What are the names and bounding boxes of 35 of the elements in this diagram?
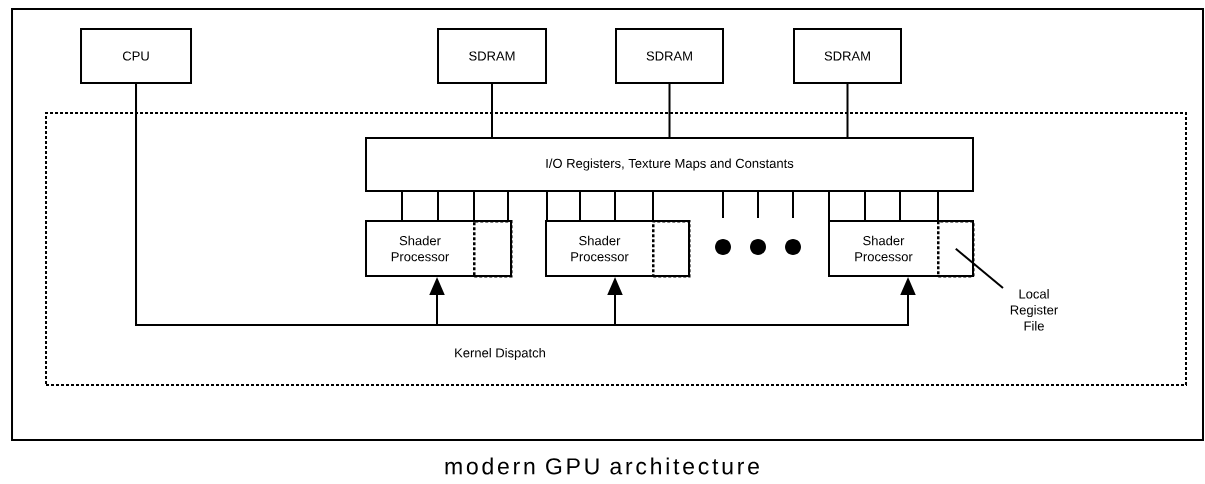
- connector-line: [473, 191, 475, 221]
- register-file-region: [937, 220, 975, 278]
- dashed-boundary: [45, 112, 1187, 386]
- connector-line: [864, 191, 866, 221]
- shader-box: Shader Processor: [828, 220, 974, 277]
- connector-line: [437, 191, 439, 221]
- connector-line: [846, 83, 849, 138]
- memory-box: SDRAM: [793, 28, 902, 84]
- leader-line: [954, 247, 1004, 289]
- connector-line: [792, 191, 794, 219]
- arrow: [135, 83, 916, 326]
- register-file-region: [652, 220, 691, 278]
- connector-line: [828, 191, 830, 221]
- register-bar: I/O Registers, Texture Maps and Constants: [365, 137, 974, 192]
- connector-line: [614, 191, 616, 221]
- shader-box: Shader Processor: [365, 220, 512, 277]
- connector-line: [546, 191, 548, 221]
- connector-line: [652, 191, 654, 221]
- connector-line: [937, 191, 939, 221]
- memory-box: SDRAM: [437, 28, 547, 84]
- shader-box: Shader Processor: [545, 220, 690, 277]
- caption: modern GPU architecture: [445, 457, 759, 475]
- callout-label: Local Register File: [1010, 289, 1058, 331]
- register-file-region: [473, 220, 513, 278]
- connector-line: [757, 191, 759, 219]
- connector-line: [579, 191, 581, 221]
- connector-line: [668, 83, 671, 138]
- process-box: CPU: [80, 28, 192, 84]
- memory-box: SDRAM: [615, 28, 724, 84]
- connector-line: [491, 83, 493, 138]
- connector-line: [899, 191, 901, 221]
- connector-line: [507, 191, 509, 221]
- connector-line: [722, 191, 724, 219]
- connector-line: [401, 191, 403, 221]
- bus-label: Kernel Dispatch: [455, 347, 545, 361]
